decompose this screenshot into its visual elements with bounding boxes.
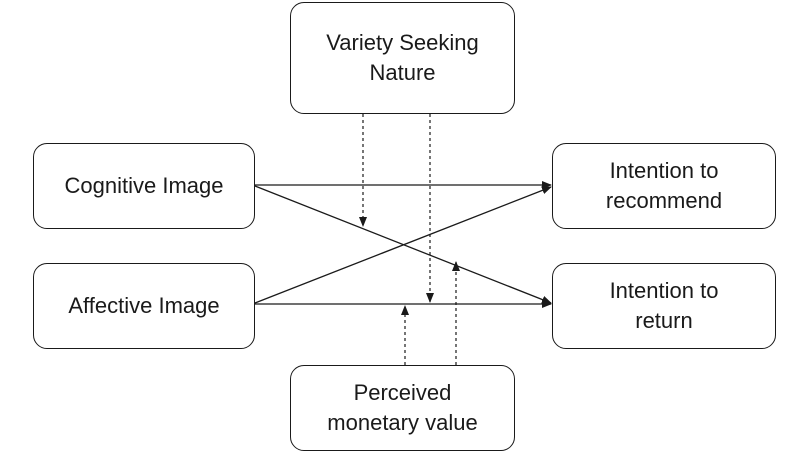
node-label-line2: monetary value <box>327 410 478 435</box>
node-label: Cognitive Image <box>64 173 224 198</box>
node-affective-image: Affective Image <box>33 263 255 349</box>
node-label-line1: Perceived <box>353 380 452 405</box>
node-intention-to-recommend: Intention to recommend <box>552 143 776 229</box>
node-label-line2: recommend <box>605 188 723 213</box>
node-label-line1: Intention to <box>609 158 719 183</box>
node-variety-seeking-nature: Variety Seeking Nature <box>290 2 515 114</box>
node-label-line1: Intention to <box>609 278 719 303</box>
node-label-line1: Variety Seeking <box>326 30 479 55</box>
node-label: Affective Image <box>68 293 220 318</box>
node-intention-to-return: Intention to return <box>552 263 776 349</box>
node-label-line2: Nature <box>369 60 436 85</box>
node-label-line2: return <box>635 308 693 333</box>
node-perceived-monetary-value: Perceived monetary value <box>290 365 515 451</box>
edge-affective-to-recommend <box>254 186 552 304</box>
node-cognitive-image: Cognitive Image <box>33 143 255 229</box>
